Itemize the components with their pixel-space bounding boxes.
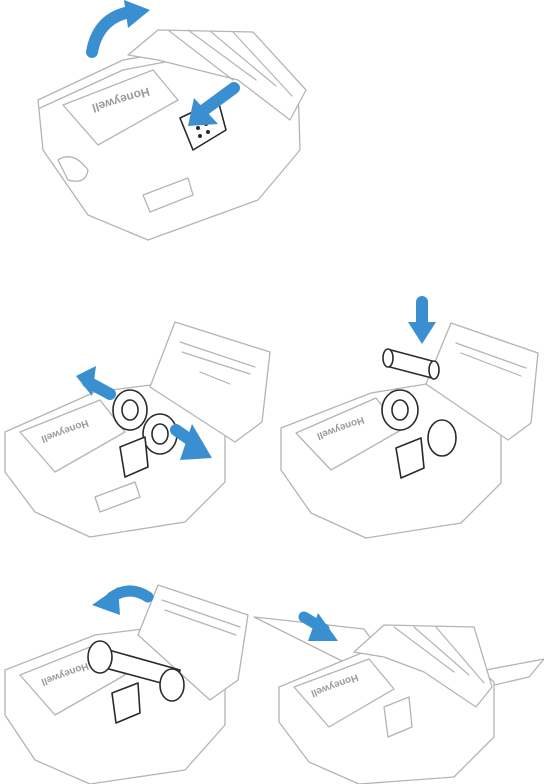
arrow-down bbox=[408, 302, 436, 344]
paper-roll bbox=[383, 349, 439, 379]
step-close-cover: Honeywell bbox=[0, 575, 272, 784]
step-spread-roll-holders: Honeywell bbox=[0, 312, 282, 537]
step-insert-paper-roll: Honeywell bbox=[276, 298, 544, 538]
arrow-up-left bbox=[76, 366, 110, 396]
step-open-cover: Honeywell bbox=[28, 0, 318, 245]
roll-holder-right bbox=[428, 420, 456, 456]
step-feed-paper: Honeywell bbox=[254, 597, 544, 784]
curved-arrow-left bbox=[92, 587, 148, 615]
